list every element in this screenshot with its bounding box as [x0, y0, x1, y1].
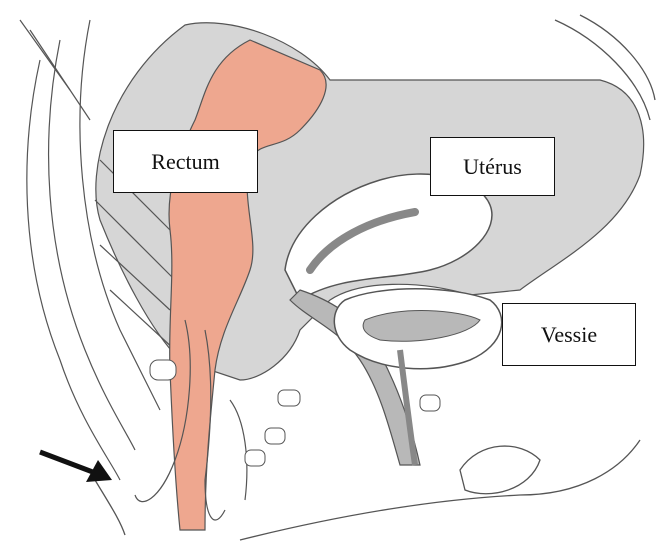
rectum-label: Rectum — [113, 130, 258, 193]
uterus-label: Utérus — [430, 137, 555, 196]
bladder-label: Vessie — [502, 303, 636, 366]
arrow-icon — [40, 452, 112, 482]
pubic-bone — [460, 446, 540, 494]
